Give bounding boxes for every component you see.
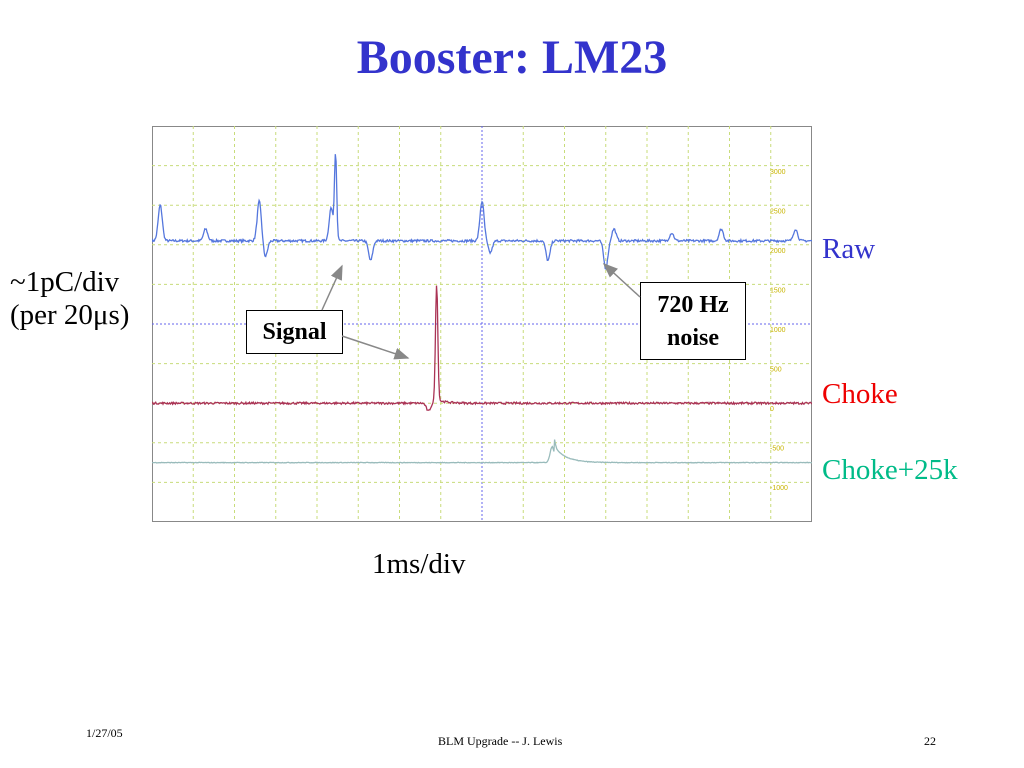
y-axis-label-line1: ~1pC/div: [10, 266, 120, 298]
scale-tick-label: 2000: [770, 248, 786, 255]
slide-title: Booster: LM23: [356, 31, 668, 84]
trace-raw: [152, 154, 812, 270]
y-axis-label-line2: (per 20μs): [10, 299, 130, 331]
scale-tick-label: 2500: [770, 209, 786, 216]
trace-choke: [152, 285, 812, 411]
scale-tick-label: 0: [770, 406, 774, 413]
y-axis-label: ~1pC/div (per 20μs): [10, 266, 129, 332]
scale-tick-label: 500: [770, 367, 782, 374]
signal-callout: Signal: [246, 310, 343, 354]
scale-tick-label: 1500: [770, 288, 786, 295]
scale-tick-label: 3000: [770, 169, 786, 176]
right-scale-ticks: 3000 2500 2000 1500 1000 500 0 -500 -1000: [770, 169, 788, 492]
legend-raw: Raw: [822, 233, 876, 265]
plot-traces: [152, 154, 812, 464]
scale-tick-label: -1000: [770, 485, 788, 492]
legend-choke: Choke: [822, 378, 898, 410]
noise-callout-line1: 720 Hz: [657, 292, 729, 318]
noise-callout-line2: noise: [666, 325, 719, 351]
scale-tick-label: 1000: [770, 327, 786, 334]
footer-date: 1/27/05: [86, 726, 123, 740]
x-axis-label: 1ms/div: [372, 548, 466, 580]
legend-choke25k: Choke+25k: [822, 454, 958, 486]
scale-tick-label: -500: [770, 446, 784, 453]
footer-page: 22: [924, 734, 936, 748]
footer-center: BLM Upgrade -- J. Lewis: [438, 734, 563, 748]
trace-choke-25k: [152, 439, 812, 464]
noise-callout: 720 Hz noise: [640, 282, 746, 360]
